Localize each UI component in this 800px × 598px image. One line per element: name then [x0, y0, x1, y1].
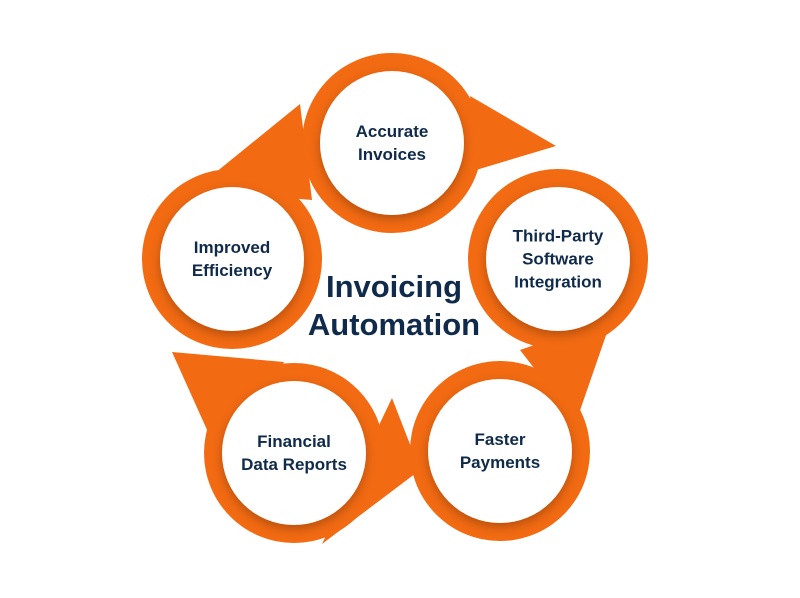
node-label-financial-data-reports: Financial Data Reports	[241, 432, 347, 474]
node-circle-accurate-invoices	[320, 71, 464, 215]
node-label-faster-payments: Faster Payments	[459, 430, 541, 472]
node-label-third-party-software-integration: Third-Party Software Integration	[512, 226, 604, 292]
connector-arrow-accurate-invoices	[470, 96, 556, 170]
node-circle-financial-data-reports	[222, 381, 366, 525]
node-circle-improved-efficiency	[160, 187, 304, 331]
node-circle-third-party-software-integration	[486, 187, 630, 331]
node-label-accurate-invoices: Accurate Invoices	[355, 122, 429, 164]
diagram-center-title: Invoicing Automation	[307, 269, 481, 342]
node-circle-faster-payments	[428, 379, 572, 523]
node-label-improved-efficiency: Improved Efficiency	[191, 238, 273, 280]
